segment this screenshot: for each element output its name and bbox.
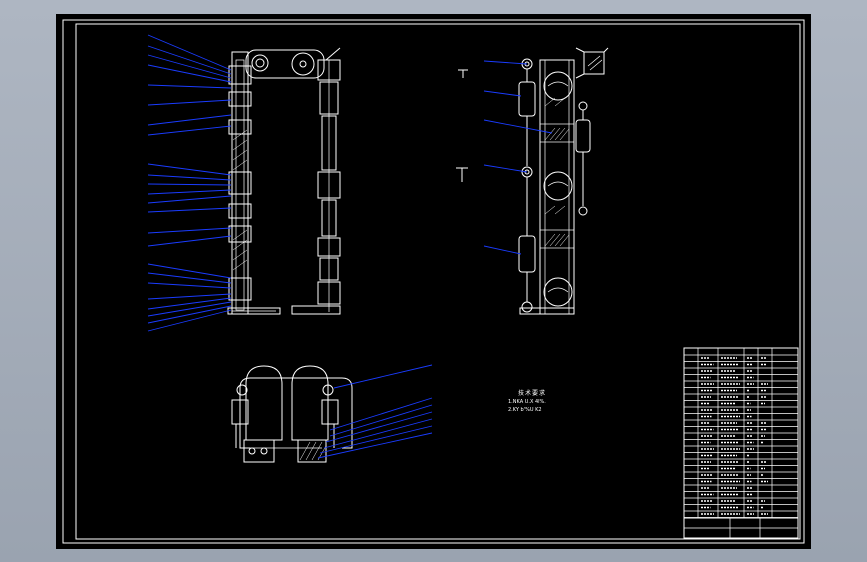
technical-requirements-title: 技术要求 [518, 390, 547, 397]
top-view-assembly [231, 365, 353, 463]
front-view-assembly [227, 47, 341, 315]
parts-list-table [683, 347, 799, 539]
inner-border [75, 23, 801, 540]
leader-lines-bottom [317, 364, 433, 459]
leader-lines-left [147, 34, 232, 332]
note-item-1: 1.NKA U.X 4l%. [508, 399, 546, 405]
leader-lines-right [483, 60, 553, 255]
outer-border [62, 19, 805, 544]
side-view-assembly [456, 47, 609, 315]
note-item-2: 2.KY b'%U K2 [508, 407, 542, 413]
